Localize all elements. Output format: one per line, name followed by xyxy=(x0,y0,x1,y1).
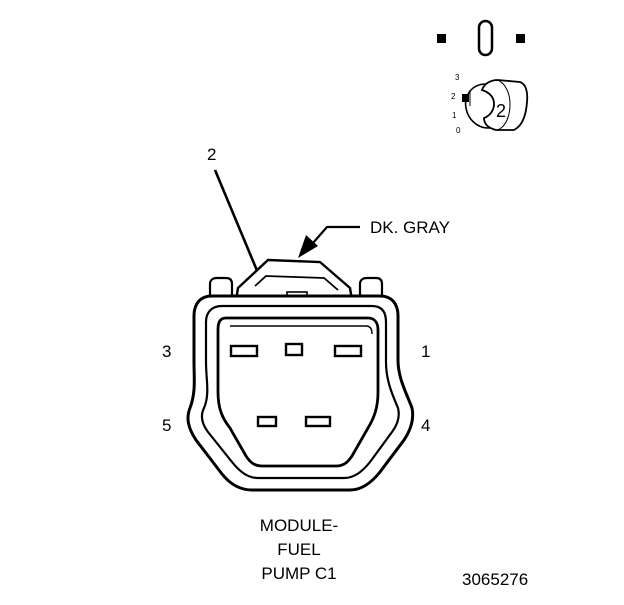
terminal-cavity-2 xyxy=(284,342,304,357)
terminal-key-scale-0: 0 xyxy=(456,126,461,135)
color-leader-line xyxy=(312,225,360,244)
pin-label-5: 5 xyxy=(162,416,171,435)
connector-ear-left xyxy=(208,276,234,298)
terminal-orientation-inset xyxy=(437,19,525,57)
caption-line-3: PUMP C1 xyxy=(261,564,336,583)
pin-label-3: 3 xyxy=(162,342,171,361)
color-callout: DK. GRAY xyxy=(298,218,450,258)
terminal-cavity-5 xyxy=(256,415,278,428)
terminal-key-inset: 3 2 1 0 2 xyxy=(451,73,529,135)
pin-label-4: 4 xyxy=(421,416,430,435)
terminal-key-scale-3: 3 xyxy=(455,73,460,82)
pin-labels: 3 1 5 4 xyxy=(162,342,430,435)
connector-inner-cavity xyxy=(216,316,380,468)
terminal-key-edge xyxy=(497,79,511,131)
terminal-square-left xyxy=(437,34,446,43)
connector-face xyxy=(186,258,415,492)
terminal-cavity-4 xyxy=(304,415,332,428)
terminal-blade-center xyxy=(477,19,494,57)
caption-line-2: FUEL xyxy=(277,540,320,559)
terminal-key-body xyxy=(480,79,529,131)
terminal-key-scale-1: 1 xyxy=(452,111,457,120)
caption-line-1: MODULE- xyxy=(260,516,338,535)
terminal-square-right xyxy=(516,34,525,43)
terminal-key-marker xyxy=(462,94,469,102)
connector-color-label: DK. GRAY xyxy=(370,218,450,237)
terminal-cavity-1 xyxy=(333,344,363,358)
connector-ear-right xyxy=(358,276,384,298)
connector-caption: MODULE- FUEL PUMP C1 xyxy=(260,516,338,583)
locking-tab-inner xyxy=(254,275,339,291)
connector-cavity-ridge xyxy=(230,325,373,335)
callout-pin-label: 2 xyxy=(207,145,216,164)
pin-label-1: 1 xyxy=(421,342,430,361)
terminal-key-number: 2 xyxy=(496,101,506,121)
figure-id: 3065276 xyxy=(462,570,528,589)
color-leader-arrowhead xyxy=(298,235,318,258)
terminal-cavity-3 xyxy=(229,344,259,358)
terminal-key-scale-2: 2 xyxy=(451,92,456,101)
